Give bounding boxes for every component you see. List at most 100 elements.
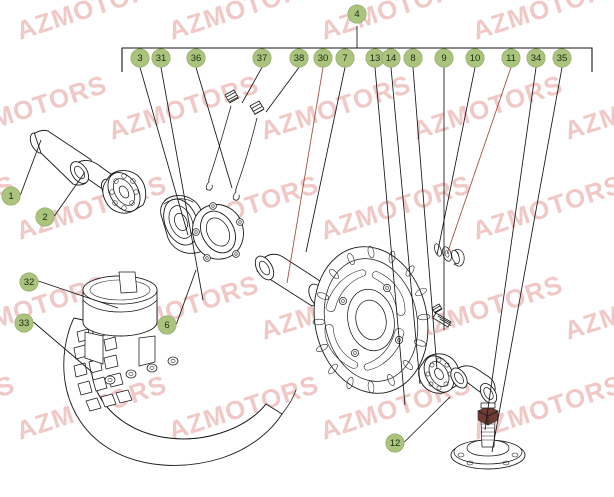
leader-line-7 bbox=[305, 67, 346, 253]
callout-4[interactable]: 4 bbox=[347, 4, 367, 24]
callout-6[interactable]: 6 bbox=[157, 315, 177, 335]
callout-circle[interactable] bbox=[335, 48, 355, 68]
callout-10[interactable]: 10 bbox=[465, 48, 485, 68]
callout-circle[interactable] bbox=[1, 186, 21, 206]
callout-label: 34 bbox=[531, 53, 542, 64]
callout-label: 11 bbox=[506, 53, 516, 64]
callout-label: 32 bbox=[24, 277, 35, 288]
part-spoke-long bbox=[205, 89, 239, 191]
leader-lines-top bbox=[139, 67, 563, 453]
callout-9[interactable]: 9 bbox=[434, 48, 454, 68]
callout-label: 9 bbox=[441, 53, 446, 64]
leader-line-30 bbox=[286, 67, 324, 284]
callout-14[interactable]: 14 bbox=[381, 48, 401, 68]
callout-circle[interactable] bbox=[313, 48, 333, 68]
leader-lines-side bbox=[20, 139, 451, 443]
callout-32[interactable]: 32 bbox=[19, 272, 39, 292]
callout-30[interactable]: 30 bbox=[313, 48, 333, 68]
callout-circle[interactable] bbox=[501, 48, 521, 68]
part-wheel-bearing-right bbox=[418, 353, 460, 394]
callout-circle[interactable] bbox=[403, 48, 423, 68]
leader-line-14 bbox=[390, 67, 421, 385]
callout-34[interactable]: 34 bbox=[526, 48, 546, 68]
callout-circle[interactable] bbox=[385, 433, 405, 453]
callout-circle[interactable] bbox=[151, 48, 171, 68]
callout-circle[interactable] bbox=[14, 313, 34, 333]
callout-label: 33 bbox=[19, 318, 30, 329]
callout-label: 6 bbox=[164, 320, 169, 331]
part-disc-bolt bbox=[431, 303, 452, 328]
callout-label: 8 bbox=[410, 53, 415, 64]
leader-line-12 bbox=[404, 396, 451, 443]
callout-13[interactable]: 13 bbox=[365, 48, 385, 68]
callout-33[interactable]: 33 bbox=[14, 313, 34, 333]
callout-label: 37 bbox=[257, 53, 268, 64]
group-bracket bbox=[121, 26, 593, 72]
leader-line-6 bbox=[176, 269, 197, 325]
part-spoke-short bbox=[232, 100, 265, 201]
callout-circle[interactable] bbox=[252, 48, 272, 68]
leader-line-38 bbox=[265, 67, 300, 113]
callout-label: 7 bbox=[342, 53, 347, 64]
leader-line-8 bbox=[412, 67, 438, 370]
callout-37[interactable]: 37 bbox=[252, 48, 272, 68]
leader-line-32 bbox=[38, 280, 119, 309]
callout-circle[interactable] bbox=[526, 48, 546, 68]
callout-38[interactable]: 38 bbox=[289, 48, 309, 68]
leader-line-35 bbox=[491, 67, 563, 453]
callout-circle[interactable] bbox=[289, 48, 309, 68]
callout-label: 1 bbox=[8, 191, 13, 202]
callout-circle[interactable] bbox=[434, 48, 454, 68]
part-wheel-hub bbox=[160, 195, 244, 262]
callout-31[interactable]: 31 bbox=[151, 48, 171, 68]
callout-12[interactable]: 12 bbox=[385, 433, 405, 453]
callout-circle[interactable] bbox=[347, 4, 367, 24]
leader-line-2 bbox=[54, 171, 86, 217]
callout-circle[interactable] bbox=[552, 48, 572, 68]
leader-line-36 bbox=[195, 67, 233, 189]
callout-label: 14 bbox=[386, 53, 397, 64]
part-rim bbox=[82, 271, 179, 385]
callout-label: 13 bbox=[370, 53, 381, 64]
callout-label: 35 bbox=[557, 53, 568, 64]
part-brake-disc bbox=[312, 245, 431, 394]
part-distance-bush bbox=[450, 365, 498, 404]
callout-circle[interactable] bbox=[381, 48, 401, 68]
callout-circle[interactable] bbox=[465, 48, 485, 68]
callout-35[interactable]: 35 bbox=[552, 48, 572, 68]
leader-line-13 bbox=[374, 67, 406, 406]
callout-label: 3 bbox=[137, 53, 142, 64]
callouts-top-row[interactable]: 3 31 36 37 38 30 7 13 14 8 9 10 11 34 35 bbox=[130, 48, 572, 68]
callout-8[interactable]: 8 bbox=[403, 48, 423, 68]
callout-36[interactable]: 36 bbox=[186, 48, 206, 68]
callout-1[interactable]: 1 bbox=[1, 186, 21, 206]
callout-label: 12 bbox=[390, 438, 401, 449]
callout-7[interactable]: 7 bbox=[335, 48, 355, 68]
callout-circle[interactable] bbox=[186, 48, 206, 68]
callout-circle[interactable] bbox=[35, 207, 55, 227]
part-small-washers bbox=[434, 243, 465, 267]
callout-circle[interactable] bbox=[157, 315, 177, 335]
callout-2[interactable]: 2 bbox=[35, 207, 55, 227]
callout-label: 38 bbox=[294, 53, 305, 64]
callout-group-4[interactable]: 4 bbox=[347, 4, 367, 24]
leader-line-37 bbox=[241, 67, 263, 104]
part-wheel-bearing-left bbox=[102, 170, 147, 214]
callout-3[interactable]: 3 bbox=[130, 48, 150, 68]
leader-line-1 bbox=[20, 139, 42, 196]
leader-line-10 bbox=[436, 67, 476, 256]
callout-circle[interactable] bbox=[130, 48, 150, 68]
callout-circle[interactable] bbox=[19, 272, 39, 292]
callout-label: 10 bbox=[470, 53, 481, 64]
callout-label: 4 bbox=[354, 9, 359, 20]
leader-line-31 bbox=[160, 67, 204, 301]
callout-label: 2 bbox=[42, 212, 47, 223]
callout-label: 36 bbox=[191, 53, 202, 64]
callout-label: 30 bbox=[318, 53, 329, 64]
leader-line-11 bbox=[446, 67, 512, 255]
callout-label: 31 bbox=[156, 53, 167, 64]
callout-11[interactable]: 11 bbox=[501, 48, 521, 68]
